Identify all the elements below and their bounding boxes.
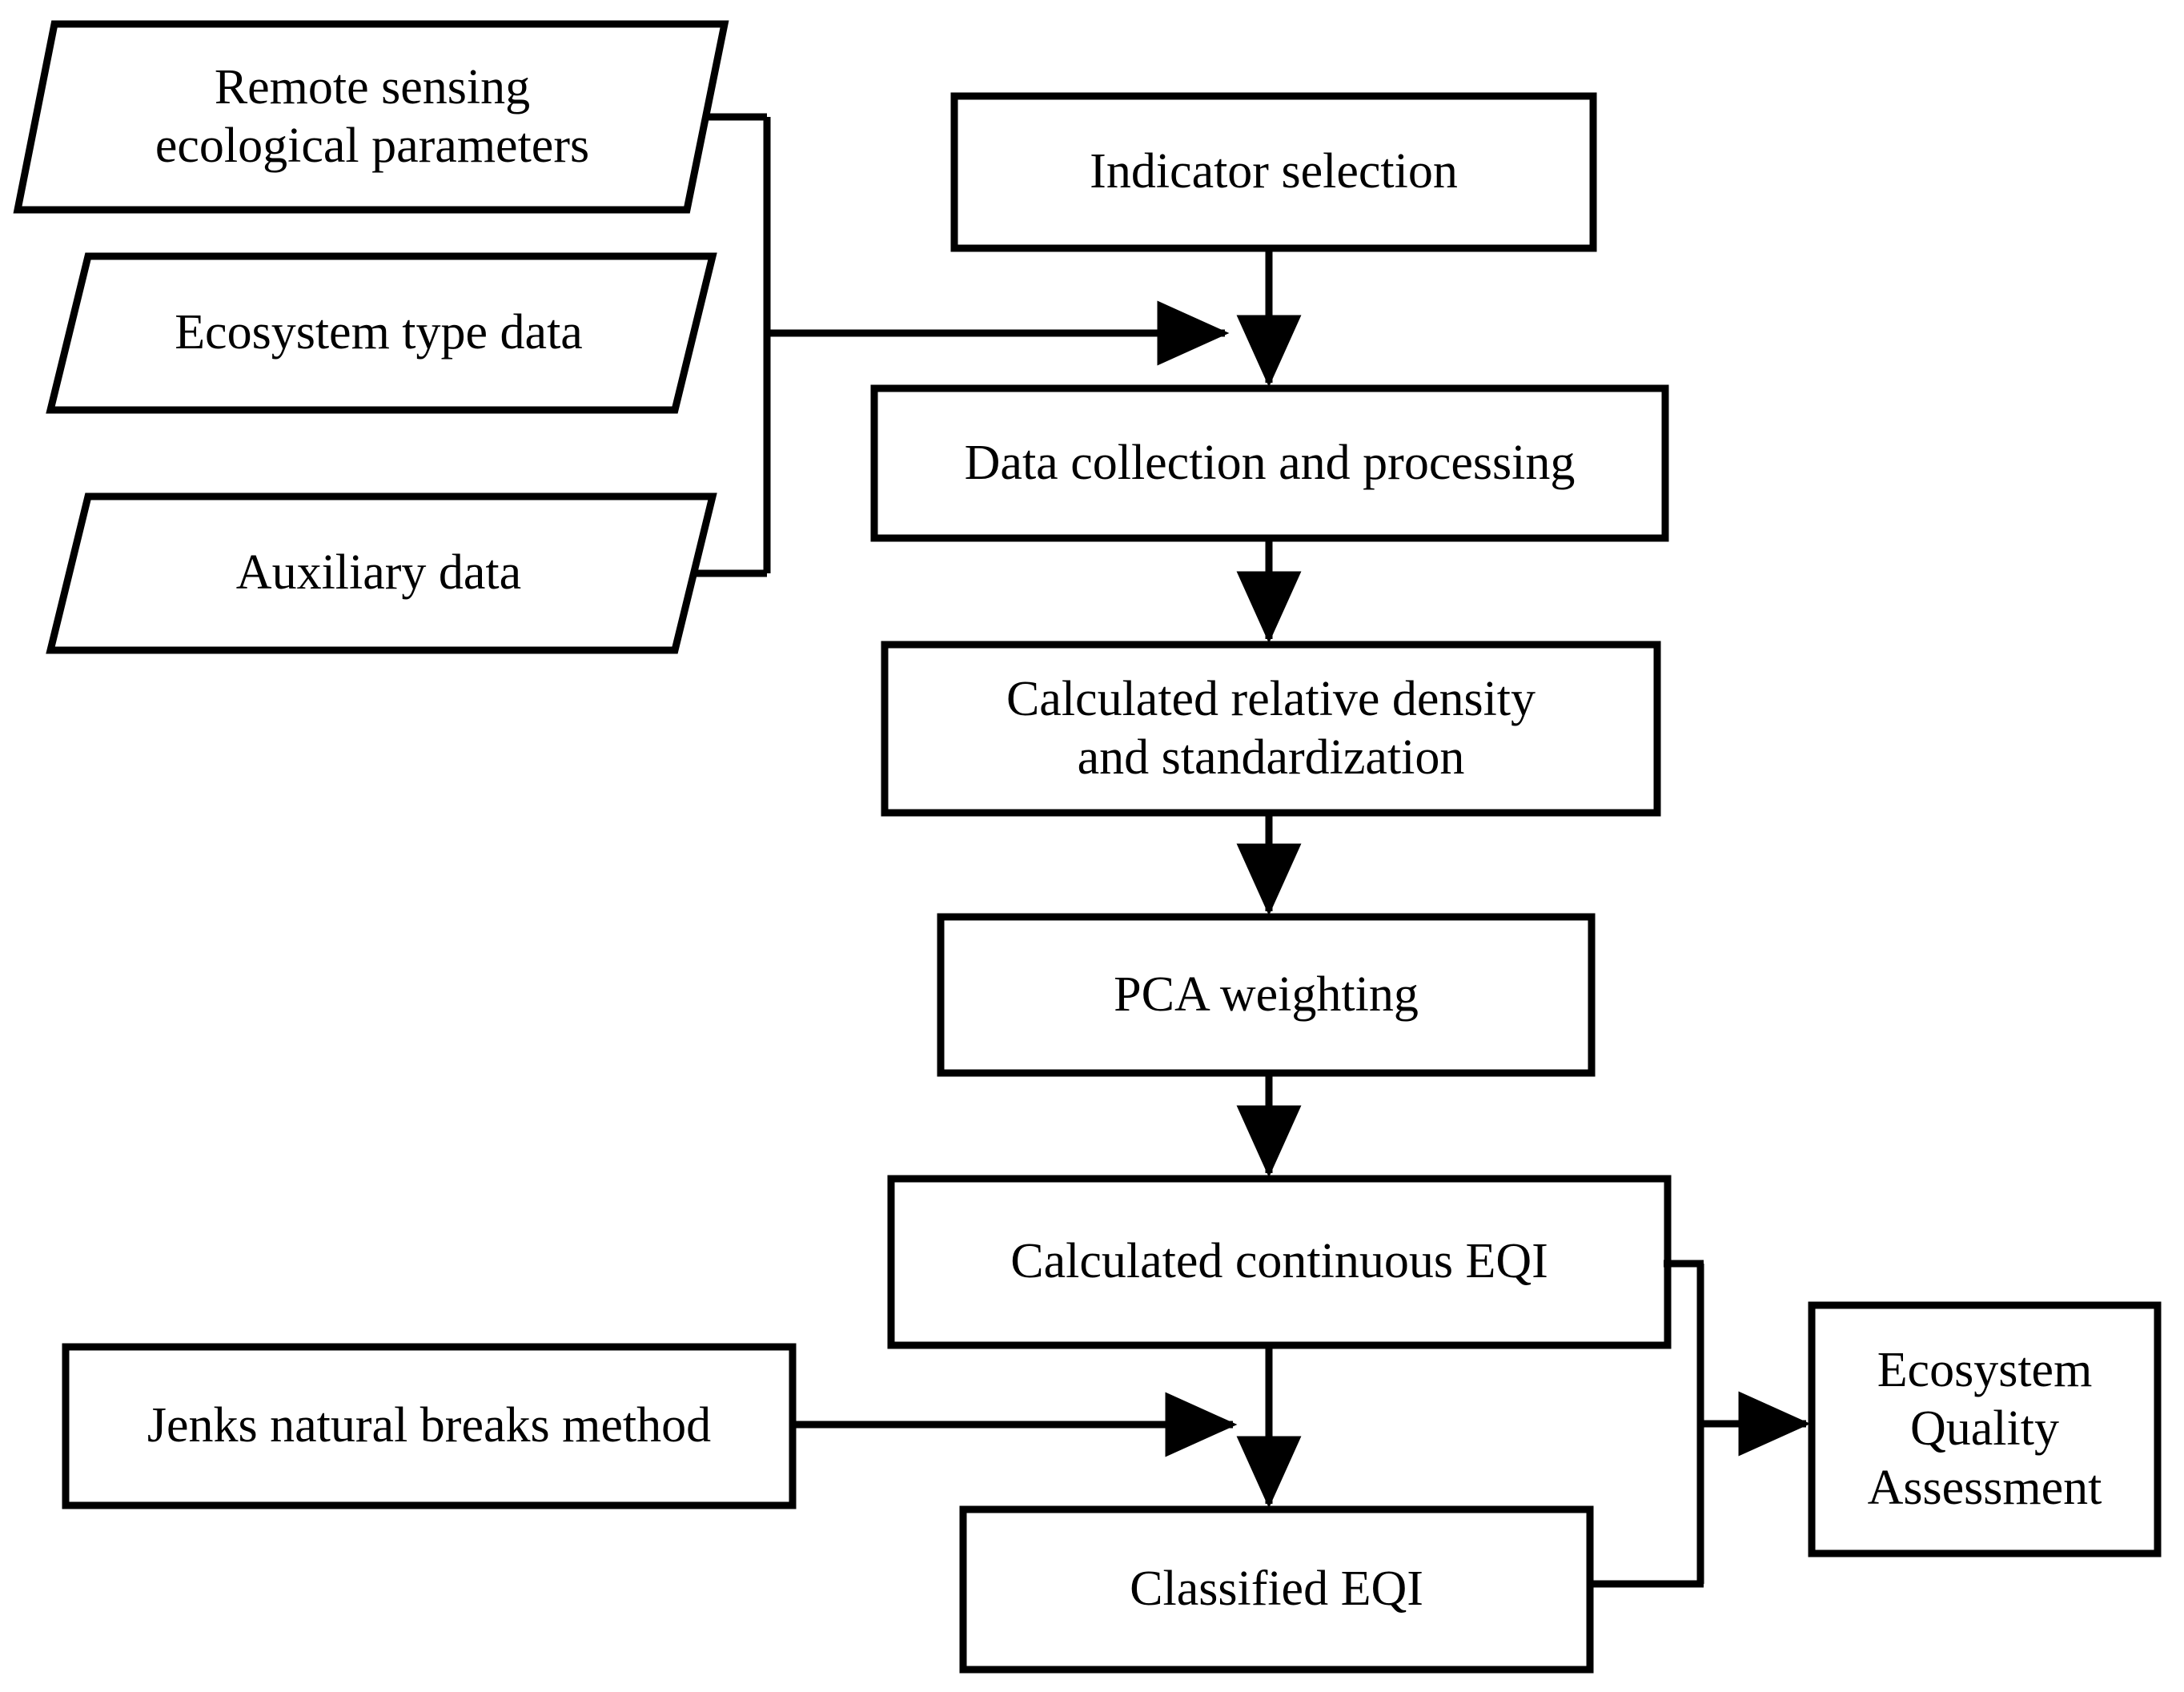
shape-jenks <box>62 1343 797 1509</box>
shape-auxiliary-data <box>46 492 717 654</box>
shape-remote-sensing <box>13 20 729 214</box>
shape-data-collection <box>870 384 1669 542</box>
shape-classified-eqi <box>959 1505 1594 1674</box>
shape-assessment <box>1808 1301 2162 1557</box>
shape-indicator-selection <box>950 92 1597 252</box>
shape-pca-weighting <box>937 913 1596 1077</box>
shape-ecosystem-type <box>46 252 717 414</box>
shape-continuous-eqi <box>887 1175 1672 1349</box>
shape-relative-density <box>881 641 1661 817</box>
